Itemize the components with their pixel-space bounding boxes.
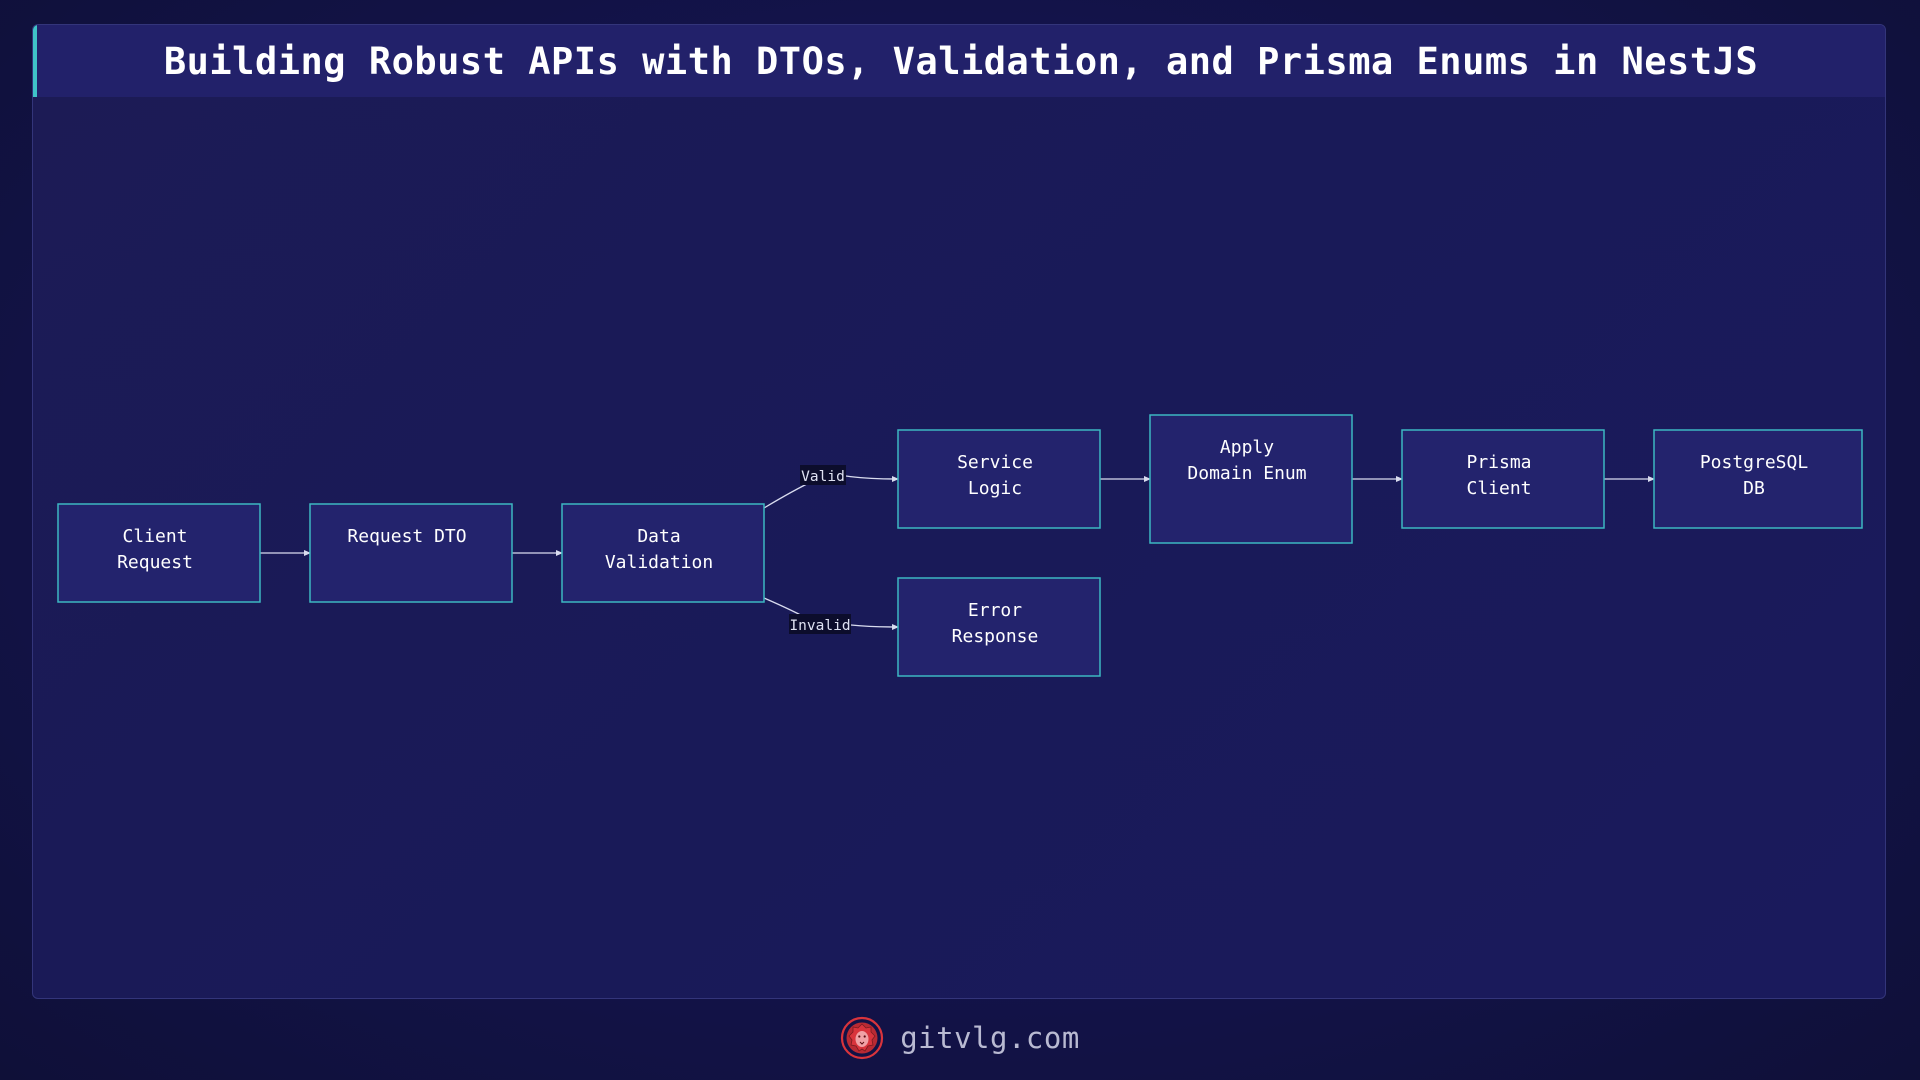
- node-dto: Request DTO: [309, 503, 513, 603]
- node-label-db-0: PostgreSQL: [1700, 452, 1809, 473]
- node-label-enum-1: Domain Enum: [1187, 463, 1306, 484]
- node-label-service-1: Logic: [968, 478, 1022, 499]
- node-label-db-1: DB: [1743, 478, 1765, 499]
- footer: gitvlg.com: [0, 1008, 1920, 1068]
- node-label-prisma-1: Client: [1466, 478, 1531, 499]
- edge-label-invalid: Invalid: [789, 618, 850, 634]
- node-label-validation-1: Validation: [605, 552, 713, 573]
- node-label-error-1: Response: [952, 626, 1039, 647]
- edge-label-valid: Valid: [801, 469, 845, 485]
- node-label-validation-0: Data: [637, 526, 680, 547]
- node-box-validation: [561, 503, 765, 603]
- lion-head-icon: [841, 1016, 884, 1060]
- edge-label-bg-service: [800, 465, 846, 485]
- node-box-dto: [309, 503, 513, 603]
- node-label-service-0: Service: [957, 452, 1033, 473]
- node-label-client-0: Client: [122, 526, 187, 547]
- node-box-db: [1653, 429, 1863, 529]
- node-box-enum: [1149, 414, 1353, 544]
- node-label-enum-0: Apply: [1220, 437, 1274, 458]
- node-box-prisma: [1401, 429, 1605, 529]
- node-label-dto-0: Request DTO: [347, 526, 466, 547]
- footer-site-label: gitvlg.com: [900, 1021, 1080, 1055]
- node-label-client-1: Request: [117, 552, 193, 573]
- node-label-error-0: Error: [968, 600, 1022, 621]
- page-title: Building Robust APIs with DTOs, Validati…: [163, 39, 1759, 83]
- node-label-prisma-0: Prisma: [1466, 452, 1531, 473]
- title-bar: Building Robust APIs with DTOs, Validati…: [33, 25, 1885, 97]
- node-box-service: [897, 429, 1101, 529]
- edge-label-bg-error: [789, 614, 851, 634]
- node-box-error: [897, 577, 1101, 677]
- node-box-client: [57, 503, 261, 603]
- node-db: PostgreSQL DB: [1653, 429, 1863, 529]
